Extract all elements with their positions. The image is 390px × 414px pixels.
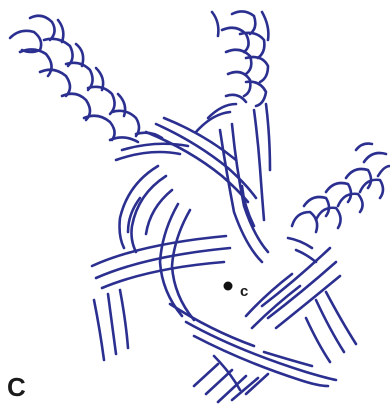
- point-c-label: c: [240, 284, 248, 299]
- right-crossing-strands: [246, 238, 356, 362]
- left-braid: [10, 16, 162, 142]
- lower-sweep-strands: [170, 304, 336, 390]
- cut-strand-ends: [194, 364, 268, 402]
- panel-letter: C: [7, 374, 26, 400]
- left-curving-strands: [120, 166, 195, 320]
- point-c-dot: [224, 282, 233, 291]
- right-braid: [292, 144, 390, 232]
- top-braid: [196, 11, 268, 132]
